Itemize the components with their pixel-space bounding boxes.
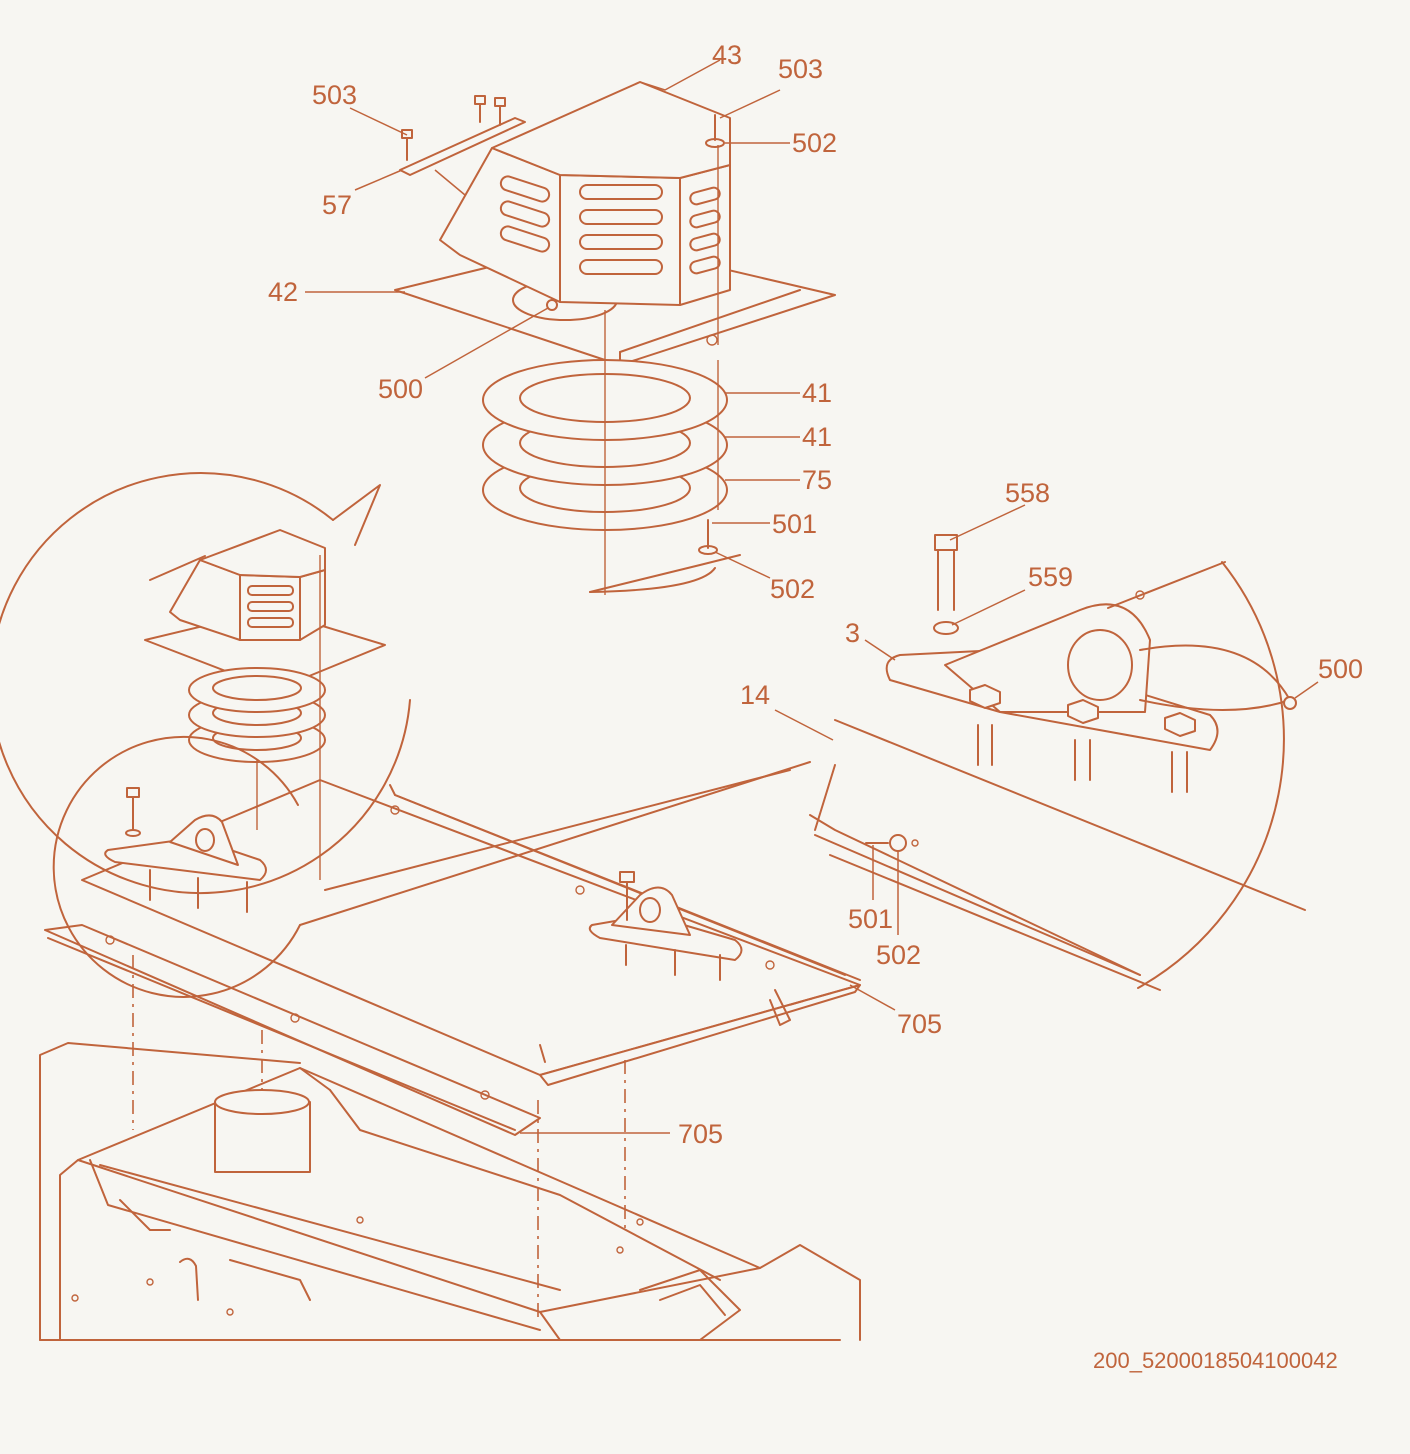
callout-502-mid: 502 bbox=[770, 574, 815, 604]
callout-503-left: 503 bbox=[312, 80, 357, 110]
callout-501-top: 501 bbox=[772, 509, 817, 539]
callout-705-bottom: 705 bbox=[678, 1119, 723, 1149]
callout-41-first: 41 bbox=[802, 378, 832, 408]
machine-frame bbox=[39, 1042, 861, 1341]
document-id: 200_5200018504100042 bbox=[1093, 1348, 1338, 1373]
callout-labels: 43 503 503 502 57 42 500 41 41 75 501 50… bbox=[268, 40, 1363, 1149]
callout-559: 559 bbox=[1028, 562, 1073, 592]
detail-view-lifting-eye-large bbox=[809, 534, 1306, 991]
chimney-cap bbox=[394, 81, 836, 366]
callout-502-top: 502 bbox=[792, 128, 837, 158]
callout-42: 42 bbox=[268, 277, 298, 307]
callout-500-right: 500 bbox=[1318, 654, 1363, 684]
callout-41-second: 41 bbox=[802, 422, 832, 452]
callout-75: 75 bbox=[802, 465, 832, 495]
callout-503-right: 503 bbox=[778, 54, 823, 84]
callout-3: 3 bbox=[845, 618, 860, 648]
callout-43: 43 bbox=[712, 40, 742, 70]
callout-500-top: 500 bbox=[378, 374, 423, 404]
callout-501-side: 501 bbox=[848, 904, 893, 934]
cap-louvres bbox=[499, 175, 721, 275]
callout-558: 558 bbox=[1005, 478, 1050, 508]
detail-view-lifting-eye bbox=[52, 735, 811, 998]
leader-lines bbox=[305, 59, 1319, 1134]
alignment-lines bbox=[132, 955, 861, 1320]
callout-14: 14 bbox=[740, 680, 770, 710]
callout-502-side: 502 bbox=[876, 940, 921, 970]
detail-view-chimney bbox=[0, 472, 411, 895]
lifting-eye-small bbox=[588, 871, 743, 981]
callout-705-right: 705 bbox=[897, 1009, 942, 1039]
callout-57: 57 bbox=[322, 190, 352, 220]
seal-rings bbox=[482, 310, 728, 595]
roof-panel bbox=[44, 779, 861, 1136]
